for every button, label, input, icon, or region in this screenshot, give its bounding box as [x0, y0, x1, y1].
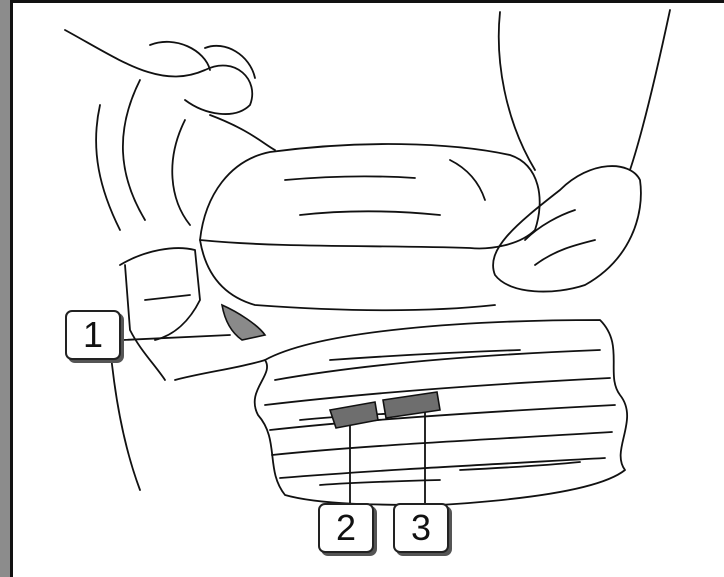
leader-line-1: [123, 335, 230, 340]
callout-label-3: 3: [393, 503, 449, 553]
lever-2: [330, 402, 378, 428]
seat-cushion: [200, 144, 540, 248]
bellows: [255, 320, 627, 505]
callout-label-2: 2: [318, 503, 374, 553]
callout-label-1: 1: [65, 310, 121, 360]
operator-leg: [499, 12, 535, 170]
lever-3: [383, 392, 440, 418]
